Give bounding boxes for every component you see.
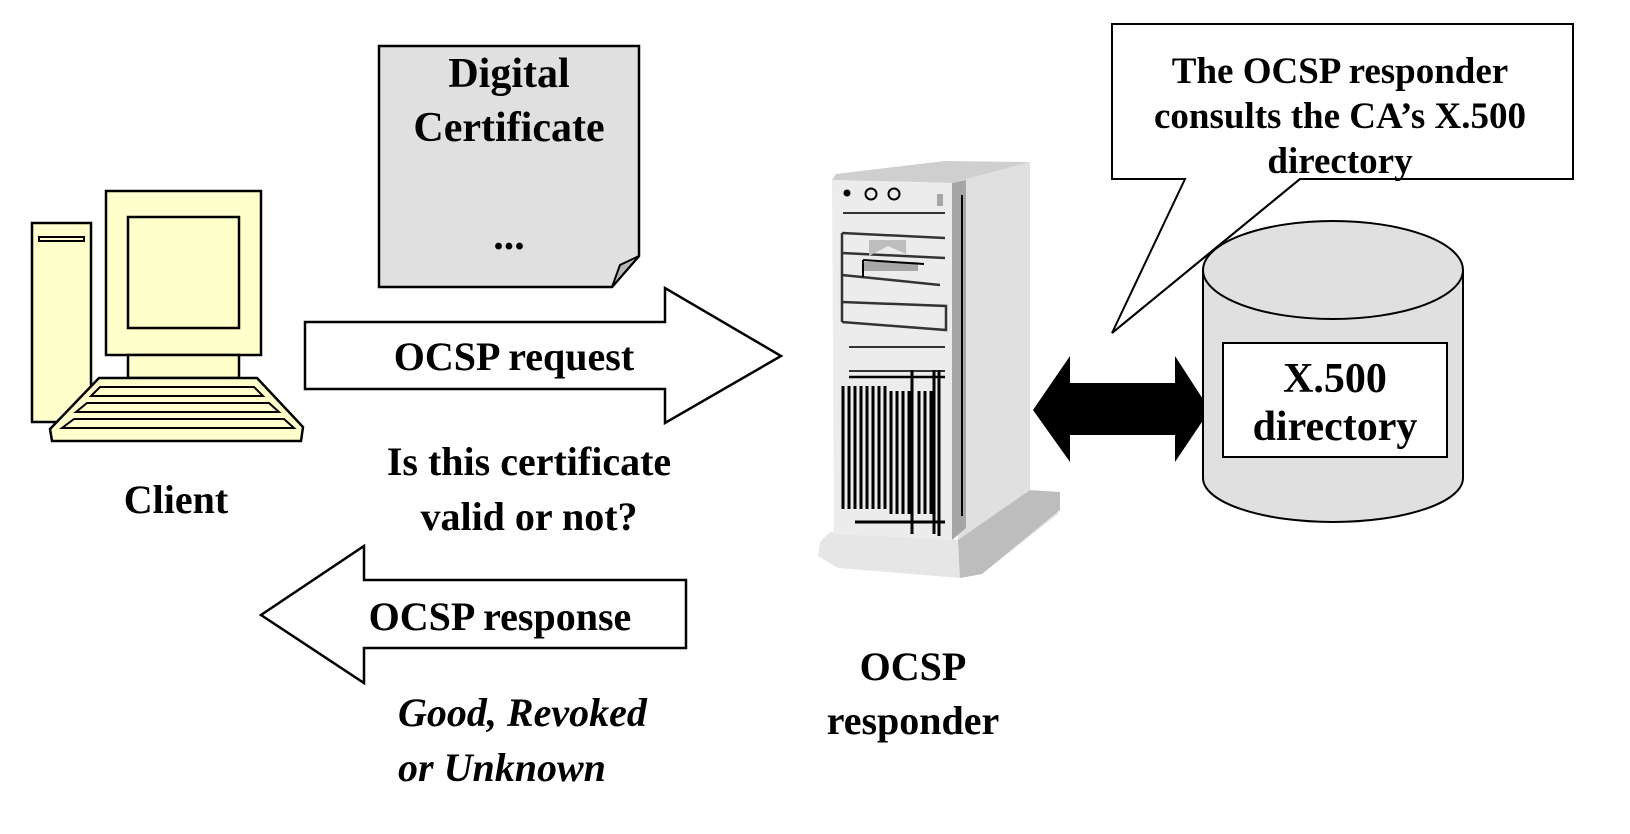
status-light [937, 194, 943, 206]
server-side-edge [952, 180, 966, 540]
directory-label-line-2: directory [1253, 404, 1418, 450]
certificate-page-curl [611, 255, 640, 288]
responder-label-line-2: responder [827, 698, 1000, 743]
tower-case [30, 221, 93, 424]
callout-line-2: consults the CA’s X.500 [1154, 96, 1526, 137]
question-line-2: valid or not? [420, 494, 637, 539]
cylinder-top [1202, 220, 1464, 320]
power-led [843, 189, 851, 197]
response-values-line-2: or Unknown [398, 745, 606, 790]
keyboard-row-1 [88, 386, 266, 397]
ocsp-request-label: OCSP request [394, 334, 635, 379]
callout-pointer-overlay [1111, 178, 1301, 334]
client-computer-icon [30, 189, 305, 443]
keyboard-row-3 [59, 418, 297, 429]
monitor-stand [126, 353, 241, 380]
vent-grille [841, 370, 945, 536]
drive-disk [869, 240, 906, 256]
responder-label-line-1: OCSP [860, 644, 967, 689]
drive-bay-1 [840, 231, 948, 332]
callout-line-3: directory [1267, 141, 1413, 182]
ocsp-request-arrow [303, 285, 784, 426]
ocsp-response-label: OCSP response [369, 594, 632, 639]
directory-label-line-1: X.500 [1283, 356, 1387, 402]
bidirectional-arrow [1033, 356, 1210, 462]
server-top [832, 161, 1030, 183]
server-base-shadow [958, 490, 1060, 578]
database-cylinder-icon [1202, 220, 1464, 523]
keyboard-row-2 [73, 402, 282, 413]
server-icon [818, 161, 1060, 578]
response-values-line-1: Good, Revoked [398, 690, 648, 735]
ocsp-response-arrow [258, 543, 688, 686]
callout-line-1: The OCSP responder [1172, 51, 1508, 92]
directory-label-box [1222, 342, 1448, 458]
drive-slot-bar [862, 262, 918, 271]
server-side [952, 162, 1030, 540]
certificate-title-line-1: Digital [448, 51, 569, 97]
certificate-title-line-2: Certificate [413, 105, 604, 151]
drive-slot-line [862, 259, 925, 265]
certificate-ellipsis: ... [493, 213, 525, 259]
button-2 [887, 187, 901, 201]
certificate-icon [377, 44, 641, 289]
monitor-screen [126, 215, 241, 330]
button-1 [864, 187, 878, 201]
drive-slot [38, 236, 85, 242]
client-label: Client [124, 477, 229, 522]
question-line-1: Is this certificate [387, 439, 671, 484]
